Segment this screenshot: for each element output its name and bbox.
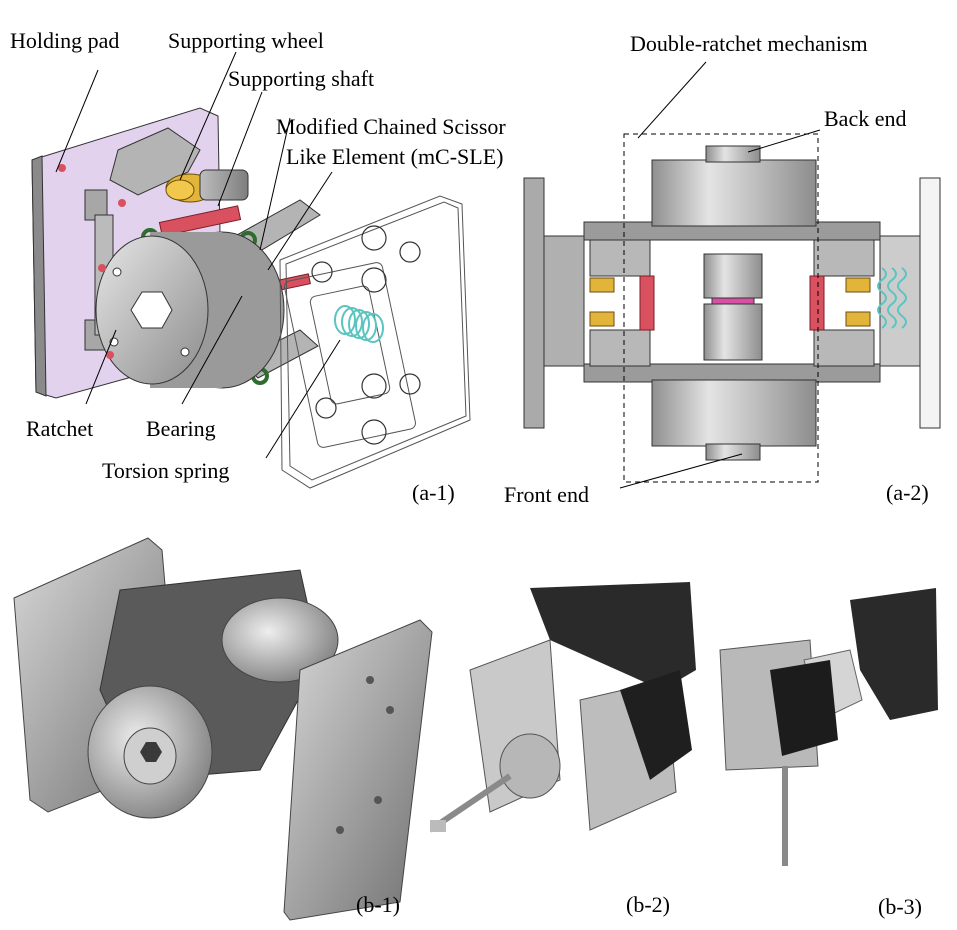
ratchet-drum [95, 231, 285, 389]
supporting-wheel [165, 169, 249, 203]
panel-tag-a1: (a-1) [412, 480, 455, 505]
photo-gripper-b2 [430, 582, 696, 833]
label-holding-pad: Holding pad [10, 28, 120, 53]
leader-lines-a2 [619, 61, 821, 489]
panel-tag-b1: (b-1) [356, 892, 400, 917]
label-supporting-shaft: Supporting shaft [228, 66, 375, 91]
label-front-end: Front end [504, 482, 589, 507]
label-mcsle-line1: Modified Chained Scissor [276, 114, 506, 139]
bolt-circles [311, 225, 421, 445]
label-mcsle-line2: Like Element (mC-SLE) [286, 144, 504, 169]
panel-a2: Double-ratchet mechanism Back end Front … [490, 0, 957, 515]
panel-a1: Holding pad Supporting wheel Supporting … [0, 0, 506, 515]
torsion-spring-top [877, 267, 907, 329]
end-plates [523, 177, 941, 429]
photo-device-b1 [13, 537, 433, 921]
label-back-end: Back end [824, 106, 907, 131]
panel-b2: (b-2) [430, 580, 705, 930]
photo-gripper-b3 [719, 588, 938, 866]
red-shafts [639, 275, 825, 331]
panel-b3: (b-3) [710, 580, 957, 930]
panel-tag-b2: (b-2) [626, 892, 670, 917]
cad-top-view-drawing [523, 61, 941, 489]
pad-holes [58, 164, 126, 359]
label-supporting-wheel: Supporting wheel [168, 28, 324, 53]
double-ratchet-box [623, 133, 819, 483]
leader-lines [55, 51, 341, 459]
torsion-spring [334, 305, 384, 343]
label-ratchet: Ratchet [26, 416, 94, 441]
gold-wheels [589, 277, 871, 327]
label-torsion-spring: Torsion spring [102, 458, 230, 483]
transparent-pad [279, 195, 471, 489]
panel-b1: (b-1) [0, 520, 440, 930]
panel-tag-b3: (b-3) [878, 894, 922, 919]
panel-tag-a2: (a-2) [886, 480, 929, 505]
label-double-ratchet: Double-ratchet mechanism [630, 31, 868, 56]
label-bearing: Bearing [146, 416, 216, 441]
cad-isometric-drawing [31, 51, 471, 489]
ratchet-cylinders [651, 145, 817, 461]
